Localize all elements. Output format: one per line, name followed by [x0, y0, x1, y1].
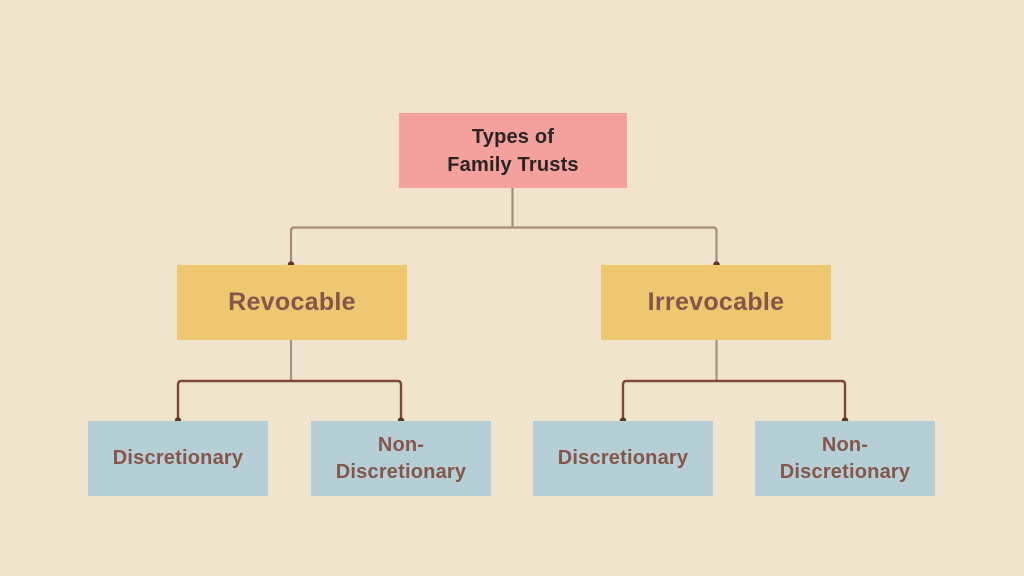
node-types-of-family-trusts: Types of Family Trusts [399, 113, 627, 188]
connector-irrevocable-rail [621, 379, 847, 420]
node-irrevocable-non-discretionary: Non- Discretionary [755, 421, 935, 496]
node-irrevocable: Irrevocable [601, 265, 831, 340]
node-revocable-non-discretionary: Non- Discretionary [311, 421, 491, 496]
connector-revocable-rail [176, 379, 403, 420]
node-revocable-discretionary: Discretionary [88, 421, 268, 496]
node-irrevocable-discretionary: Discretionary [533, 421, 713, 496]
connector-level1-rail [289, 226, 718, 264]
node-revocable: Revocable [177, 265, 407, 340]
